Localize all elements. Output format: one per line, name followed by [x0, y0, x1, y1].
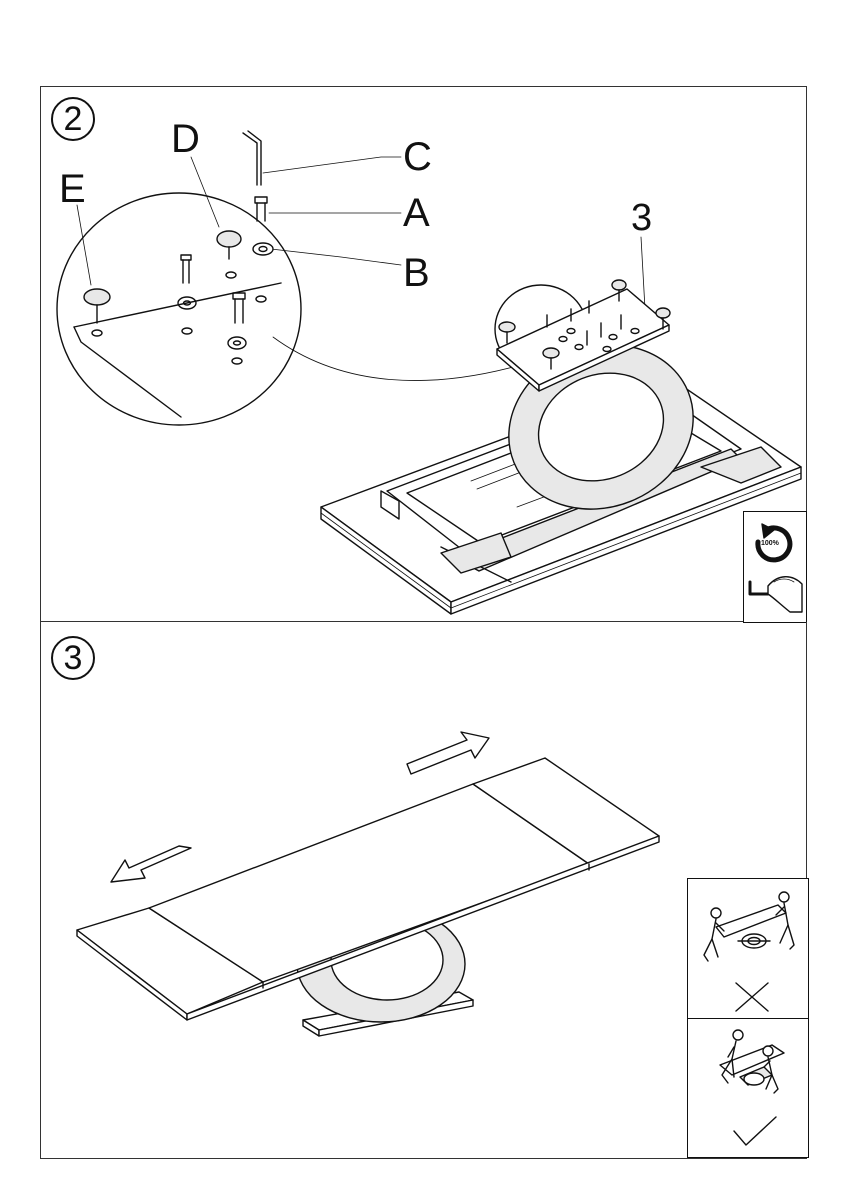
label-part-3: 3 [631, 197, 653, 239]
check-icon [733, 1116, 777, 1146]
step-3-panel: 3 [40, 622, 809, 1159]
two-people-lift-correct-icon [719, 1029, 785, 1094]
step-2-illustration [56, 130, 802, 615]
hand-allen-key-icon [748, 576, 803, 613]
rotate-100-icon [755, 523, 793, 563]
label-b: B [403, 251, 430, 295]
label-a: A [403, 191, 430, 235]
torque-percent: 100% [761, 540, 779, 547]
step-3-illustration [76, 731, 660, 1037]
two-people-lift-wrong-icon [703, 891, 795, 962]
label-e: E [59, 167, 86, 211]
correct-lift-box [687, 1018, 809, 1158]
tool-instruction-box: 100% [743, 511, 807, 623]
label-d: D [171, 117, 200, 161]
step-2-number: 2 [51, 97, 95, 141]
wrong-lift-box [687, 878, 809, 1020]
arrow-right-icon [406, 731, 490, 775]
step-3-number: 3 [51, 636, 95, 680]
label-c: C [403, 135, 432, 179]
arrow-left-icon [110, 845, 192, 883]
cross-icon [735, 982, 769, 1012]
step-2-panel: 2 D E C A B 3 [40, 86, 807, 623]
